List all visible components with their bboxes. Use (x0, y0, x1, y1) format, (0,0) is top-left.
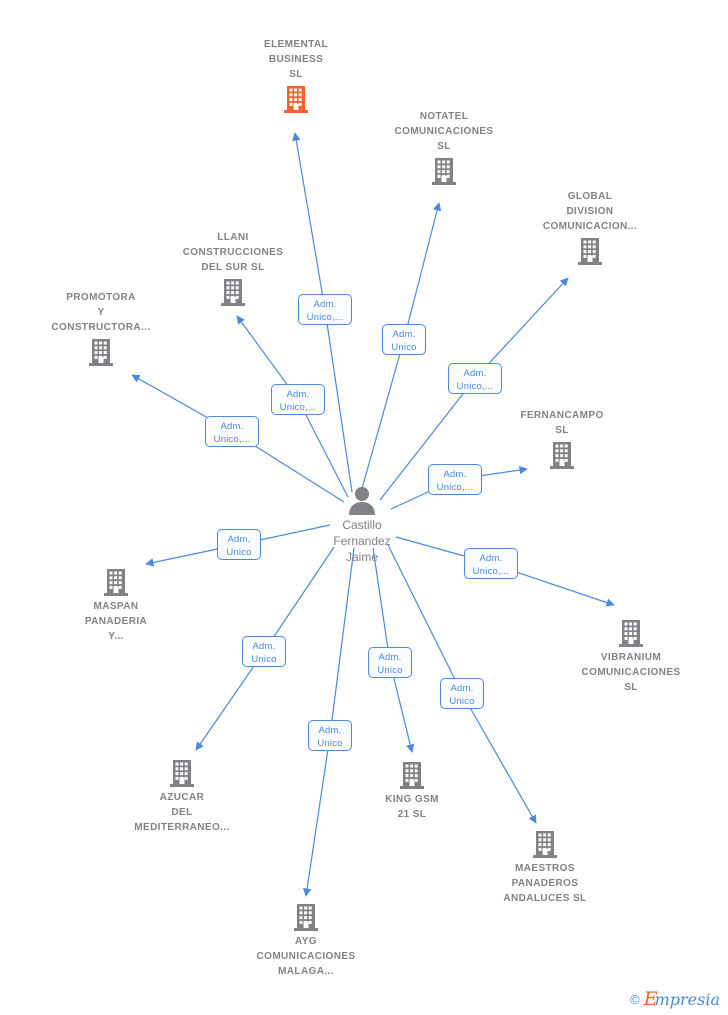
node-label-global-division-comunicacion: GLOBAL DIVISION COMUNICACION... (542, 191, 638, 232)
node-label-king-gsm-21-sl: KING GSM 21 SL (385, 794, 439, 820)
edge-line-edge-elemental-business-in (324, 309, 353, 493)
watermark-brand-initial: E (643, 988, 658, 1010)
building-icon[interactable] (430, 156, 458, 186)
edge-label-edge-azucar[interactable]: Adm. Unico (242, 636, 286, 667)
building-icon[interactable] (398, 760, 426, 790)
building-icon[interactable] (168, 758, 196, 788)
node-label-maspan-panaderia-y: MASPAN PANADERIA Y... (84, 601, 148, 642)
graph-node-king-gsm-21-sl[interactable]: KING GSM 21 SL (337, 758, 487, 822)
graph-node-maestros-panaderos-andaluces-sl[interactable]: MAESTROS PANADEROS ANDALUCES SL (470, 827, 620, 906)
graph-node-llani-construcciones-del-sur-sl[interactable]: LLANI CONSTRUCCIONES DEL SUR SL (158, 230, 308, 309)
building-icon[interactable] (219, 277, 247, 307)
building-icon[interactable] (576, 236, 604, 266)
graph-node-notatel-comunicaciones-sl[interactable]: NOTATEL COMUNICACIONES SL (369, 109, 519, 188)
edge-line-edge-notatel-in (360, 339, 405, 493)
graph-node-maspan-panaderia-y[interactable]: MASPAN PANADERIA Y... (41, 565, 191, 644)
edge-label-edge-maspan[interactable]: Adm. Unico (217, 529, 261, 560)
building-icon[interactable] (102, 567, 130, 597)
building-icon[interactable] (531, 829, 559, 859)
graph-node-elemental-business-sl[interactable]: ELEMENTAL BUSINESS SL (221, 37, 371, 116)
edge-line-edge-king-gsm-in (372, 547, 391, 663)
node-label-llani-construcciones-del-sur-sl: LLANI CONSTRUCCIONES DEL SUR SL (182, 232, 284, 273)
edge-label-edge-notatel[interactable]: Adm. Unico (382, 324, 426, 355)
building-icon[interactable] (282, 84, 310, 114)
copyright-icon: © (630, 992, 640, 1007)
edge-label-edge-maestros-panaderos[interactable]: Adm. Unico (440, 678, 484, 709)
watermark-brand-rest: mpresia (654, 990, 720, 1009)
node-label-notatel-comunicaciones-sl: NOTATEL COMUNICACIONES SL (394, 111, 494, 152)
edge-line-edge-ayg-in (329, 547, 355, 736)
edge-label-edge-ayg[interactable]: Adm. Unico (308, 720, 352, 751)
graph-node-center[interactable]: Castillo Fernandez Jaime (287, 483, 437, 565)
graph-node-global-division-comunicacion[interactable]: GLOBAL DIVISION COMUNICACION... (515, 189, 665, 268)
graph-node-ayg-comunicaciones-malaga[interactable]: AYG COMUNICACIONES MALAGA... (231, 900, 381, 979)
node-label-elemental-business-sl: ELEMENTAL BUSINESS SL (264, 39, 328, 80)
edge-label-edge-king-gsm[interactable]: Adm. Unico (368, 647, 412, 678)
node-label-ayg-comunicaciones-malaga: AYG COMUNICACIONES MALAGA... (256, 936, 356, 977)
edge-label-edge-llani[interactable]: Adm. Unico,... (271, 384, 325, 415)
node-label-maestros-panaderos-andaluces-sl: MAESTROS PANADEROS ANDALUCES SL (503, 863, 587, 904)
node-label-vibranium-comunicaciones-sl: VIBRANIUM COMUNICACIONES SL (581, 652, 681, 693)
graph-node-azucar-del-mediterraneo[interactable]: AZUCAR DEL MEDITERRANEO... (107, 756, 257, 835)
edge-line-edge-notatel-out (403, 202, 442, 340)
edge-label-edge-elemental-business[interactable]: Adm. Unico,... (298, 294, 352, 325)
node-label-center: Castillo Fernandez Jaime (333, 518, 391, 564)
graph-node-vibranium-comunicaciones-sl[interactable]: VIBRANIUM COMUNICACIONES SL (556, 616, 706, 695)
building-icon[interactable] (292, 902, 320, 932)
graph-node-fernancampo-sl[interactable]: FERNANCAMPO SL (487, 408, 637, 472)
person-icon[interactable] (346, 485, 378, 515)
graph-node-promotora-y-constructora[interactable]: PROMOTORA Y CONSTRUCTORA... (26, 290, 176, 369)
node-label-azucar-del-mediterraneo: AZUCAR DEL MEDITERRANEO... (134, 792, 230, 833)
building-icon[interactable] (87, 337, 115, 367)
empresia-watermark: © Empresia (630, 988, 720, 1010)
node-label-fernancampo-sl: FERNANCAMPO SL (520, 410, 604, 436)
edge-label-edge-global-division[interactable]: Adm. Unico,... (448, 363, 502, 394)
edge-label-edge-fernancampo[interactable]: Adm. Unico,... (428, 464, 482, 495)
edge-line-edge-ayg-out (302, 735, 331, 897)
building-icon[interactable] (548, 440, 576, 470)
node-label-promotora-y-constructora: PROMOTORA Y CONSTRUCTORA... (51, 292, 151, 333)
building-icon[interactable] (617, 618, 645, 648)
edge-label-edge-vibranium[interactable]: Adm. Unico,... (464, 548, 518, 579)
edge-label-edge-promotora[interactable]: Adm. Unico,... (205, 416, 259, 447)
